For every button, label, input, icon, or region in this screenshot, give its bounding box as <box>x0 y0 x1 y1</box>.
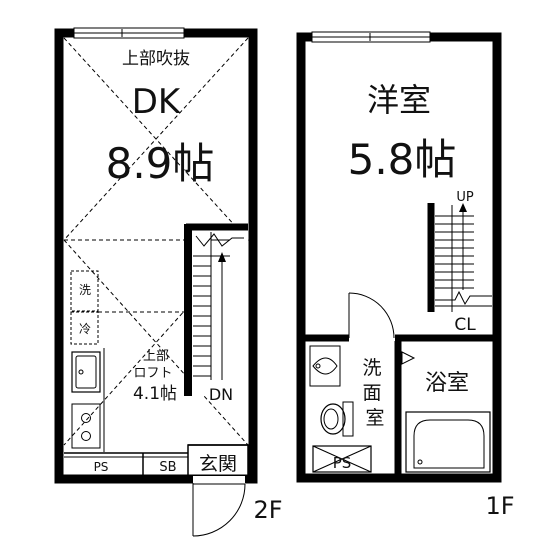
entrance-label: 玄関 <box>199 453 237 475</box>
stair-up-arrow-icon <box>459 203 467 212</box>
1f-window <box>311 31 431 43</box>
washroom-label-char3: 室 <box>365 407 384 429</box>
2f-floor-label: 2F <box>253 496 282 524</box>
washroom-label-char2: 面 <box>362 382 381 404</box>
1f-staircase <box>427 203 492 312</box>
loft-label-line1: 上部 <box>143 349 169 364</box>
1f-interior-walls <box>301 334 497 478</box>
loft-label-line2: ロフト <box>133 366 172 381</box>
bathtub-icon <box>405 411 491 473</box>
bedroom-size: 5.8帖 <box>348 135 457 184</box>
dk-room-name: DK <box>132 82 182 122</box>
washroom-label: 洗 面 室 <box>362 357 387 429</box>
kitchen-counter <box>71 348 105 452</box>
fridge-space <box>70 311 99 345</box>
closet-label: CL <box>454 315 476 335</box>
1f-ps-label: PS <box>333 454 352 472</box>
washer-space <box>70 270 99 312</box>
2f-stair-label: DN <box>209 385 233 404</box>
floor-1f-plan: 洋室 5.8帖 UP CL 洗 面 室 浴室 PS 1F <box>296 31 515 520</box>
loft-size: 4.1帖 <box>133 384 177 404</box>
fridge-label: 冷 <box>79 322 91 336</box>
washroom-label-char1: 洗 <box>362 357 381 379</box>
void-label: 上部吹抜 <box>122 49 190 69</box>
toilet-icon <box>320 401 354 437</box>
1f-ps-box <box>312 445 372 473</box>
2f-window <box>73 27 185 39</box>
kitchen-sink-icon <box>71 351 101 393</box>
washbasin-icon <box>309 345 341 387</box>
stair-down-arrow-icon <box>218 252 226 262</box>
dk-room-size: 8.9帖 <box>106 139 215 188</box>
1f-stair-label: UP <box>456 190 474 205</box>
1f-floor-label: 1F <box>485 492 514 520</box>
entrance-door-icon <box>192 476 246 537</box>
void-x-lines <box>63 37 249 241</box>
washer-label: 洗 <box>79 283 91 297</box>
washroom-door-icon <box>348 292 395 339</box>
bath-label: 浴室 <box>425 371 469 396</box>
2f-staircase <box>184 223 248 396</box>
2f-ps-label: PS <box>94 460 109 474</box>
floor-2f-plan: 上部吹抜 DK 8.9帖 洗 冷 上部 ロフト 4.1帖 DN PS SB 玄関… <box>54 27 283 537</box>
sb-label: SB <box>159 460 176 475</box>
bath-door-icon <box>401 351 416 365</box>
bedroom-name: 洋室 <box>367 81 431 119</box>
stove-icon <box>71 403 101 449</box>
